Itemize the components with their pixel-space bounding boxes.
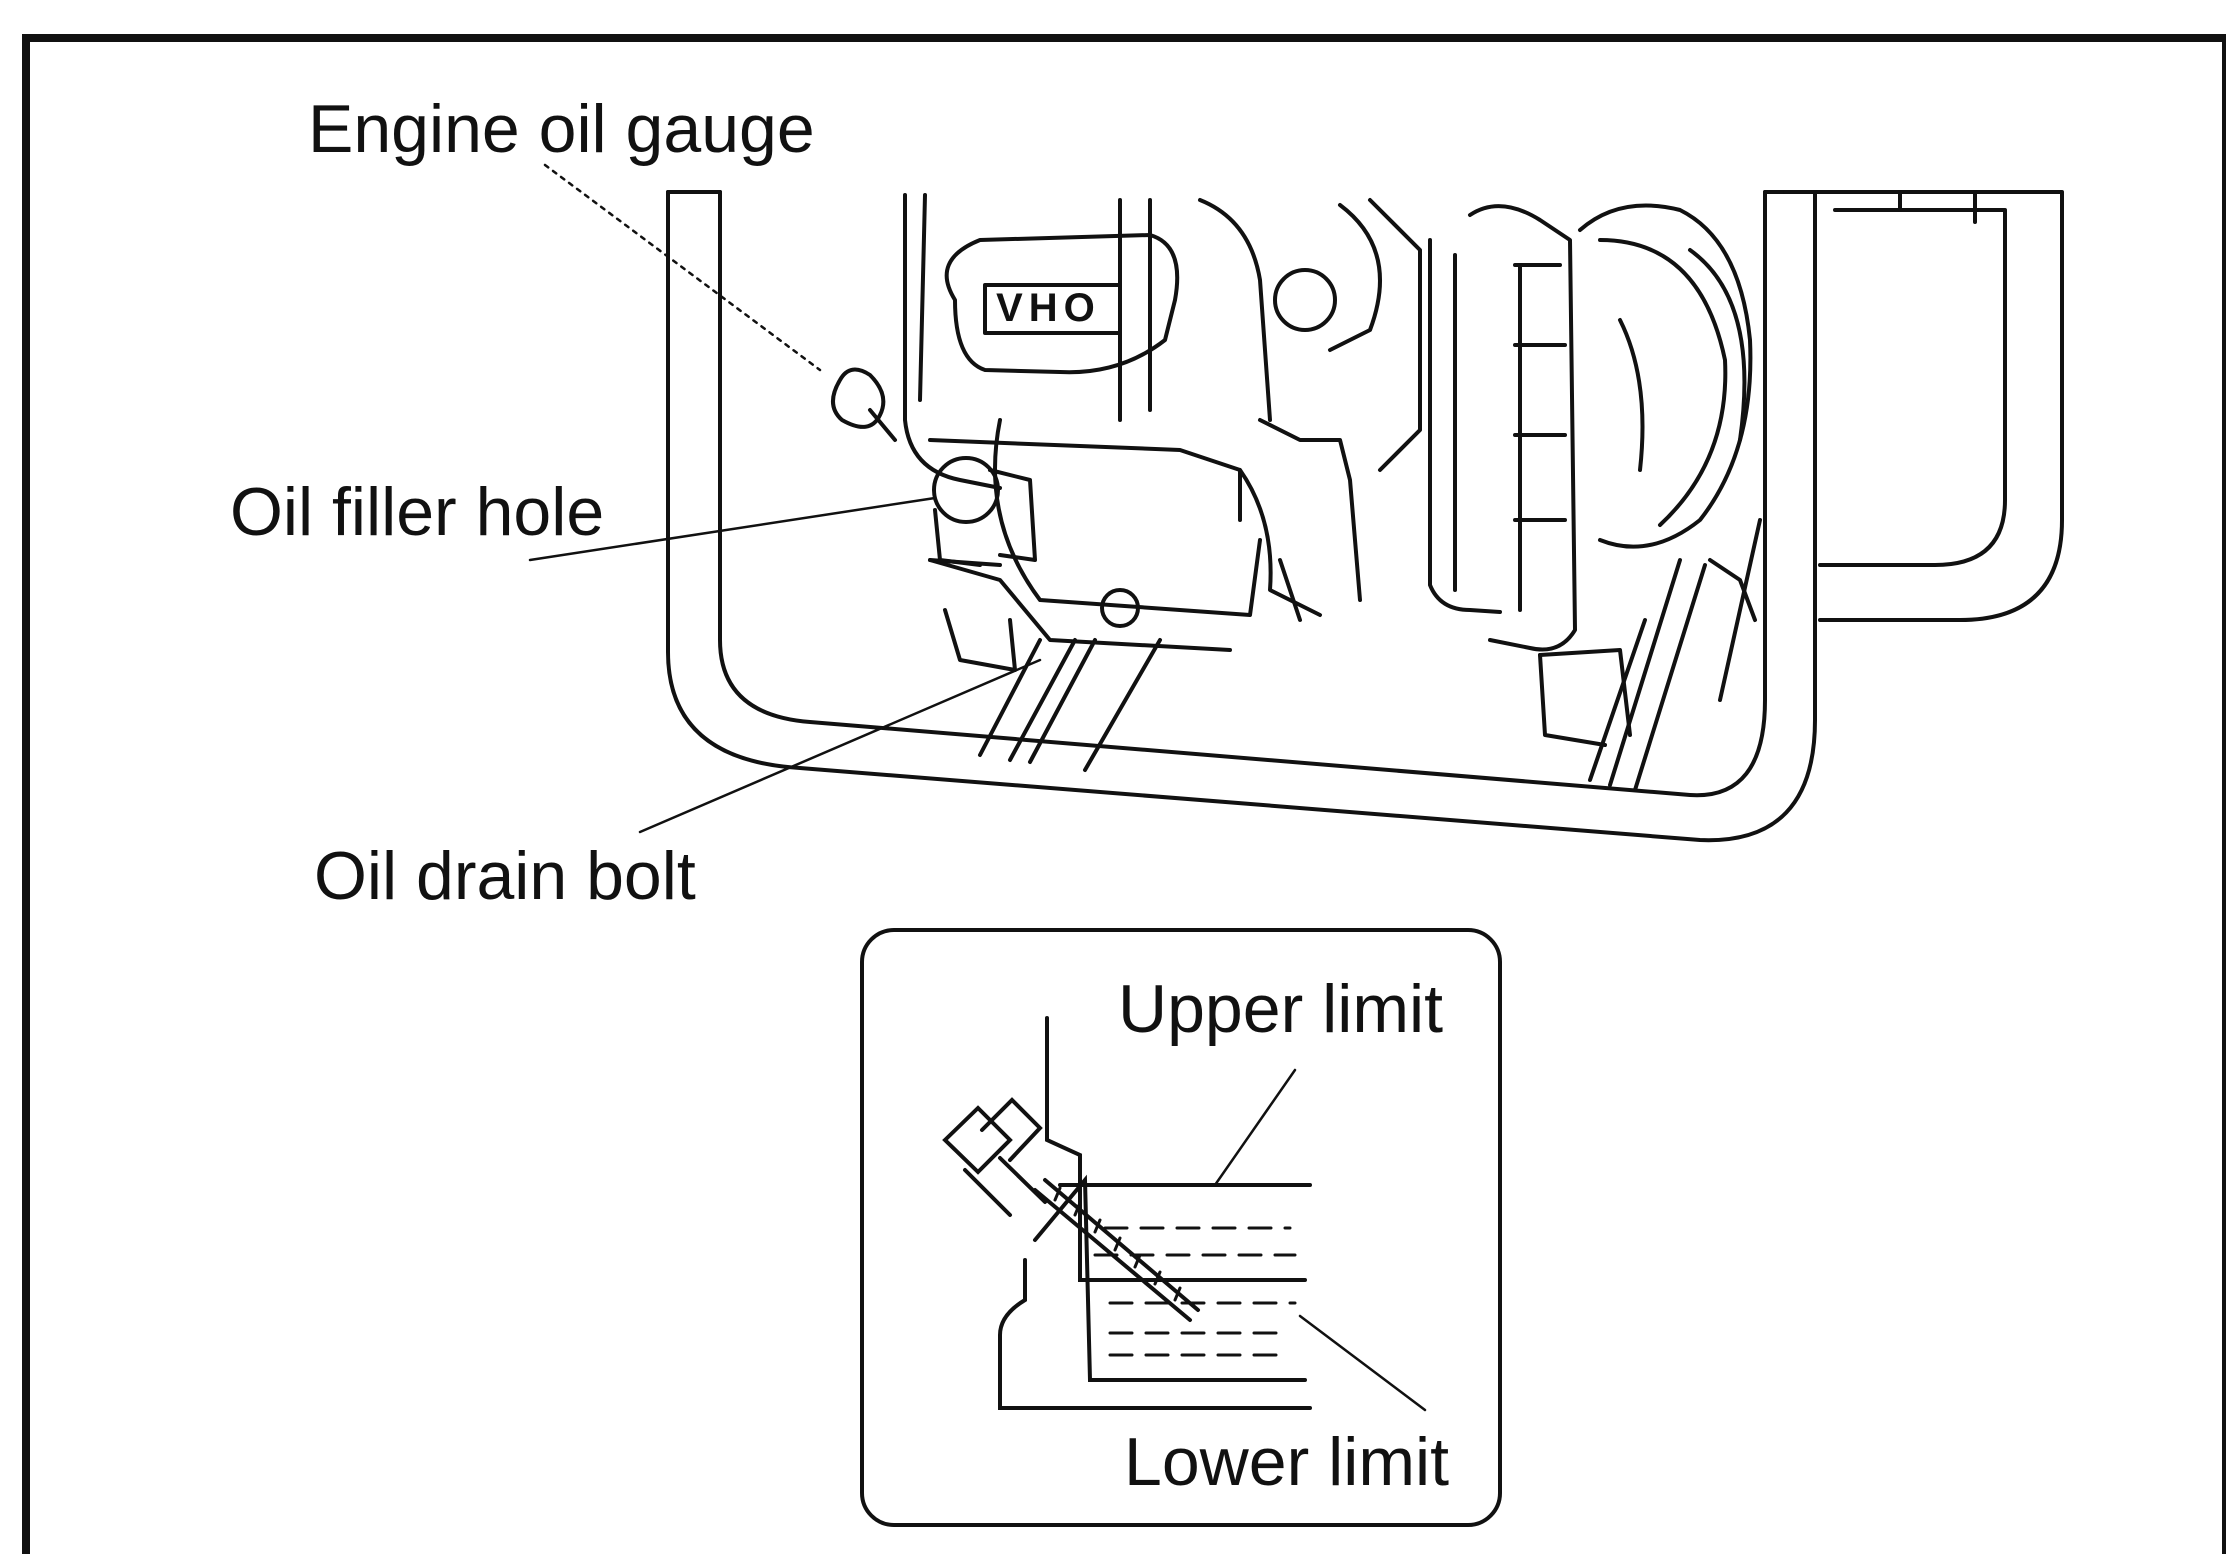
leader-upper-limit [1213, 1068, 1297, 1187]
lower-limit-label: Lower limit [1124, 1424, 1449, 1500]
oil-drain-bolt-label: Oil drain bolt [314, 838, 696, 914]
generator-illustration [528, 163, 2064, 843]
engine-block [831, 193, 1762, 792]
oil-level-inset [860, 928, 1502, 1527]
engine-oil-gauge-label: Engine oil gauge [308, 91, 815, 167]
oil-filler-cap [932, 456, 1000, 524]
oil-filler-hole-label: Oil filler hole [230, 474, 605, 550]
tube-frame [666, 190, 2064, 843]
dipstick [942, 1097, 1200, 1322]
ohv-badge-text: OHV [990, 286, 1095, 330]
leader-oil-filler-hole [528, 496, 937, 562]
leader-oil-drain-bolt [638, 658, 1042, 834]
leader-lower-limit [1298, 1314, 1427, 1412]
inset-wall-outer [998, 1258, 1312, 1410]
leader-lines [528, 163, 1042, 834]
inset-frame [860, 928, 1502, 1527]
inset-wall-inner [1045, 1016, 1307, 1282]
leader-engine-oil-gauge [543, 163, 822, 372]
outer-frame [22, 34, 2226, 1554]
oil-gauge-cap [831, 367, 886, 429]
upper-limit-label: Upper limit [1118, 971, 1443, 1047]
